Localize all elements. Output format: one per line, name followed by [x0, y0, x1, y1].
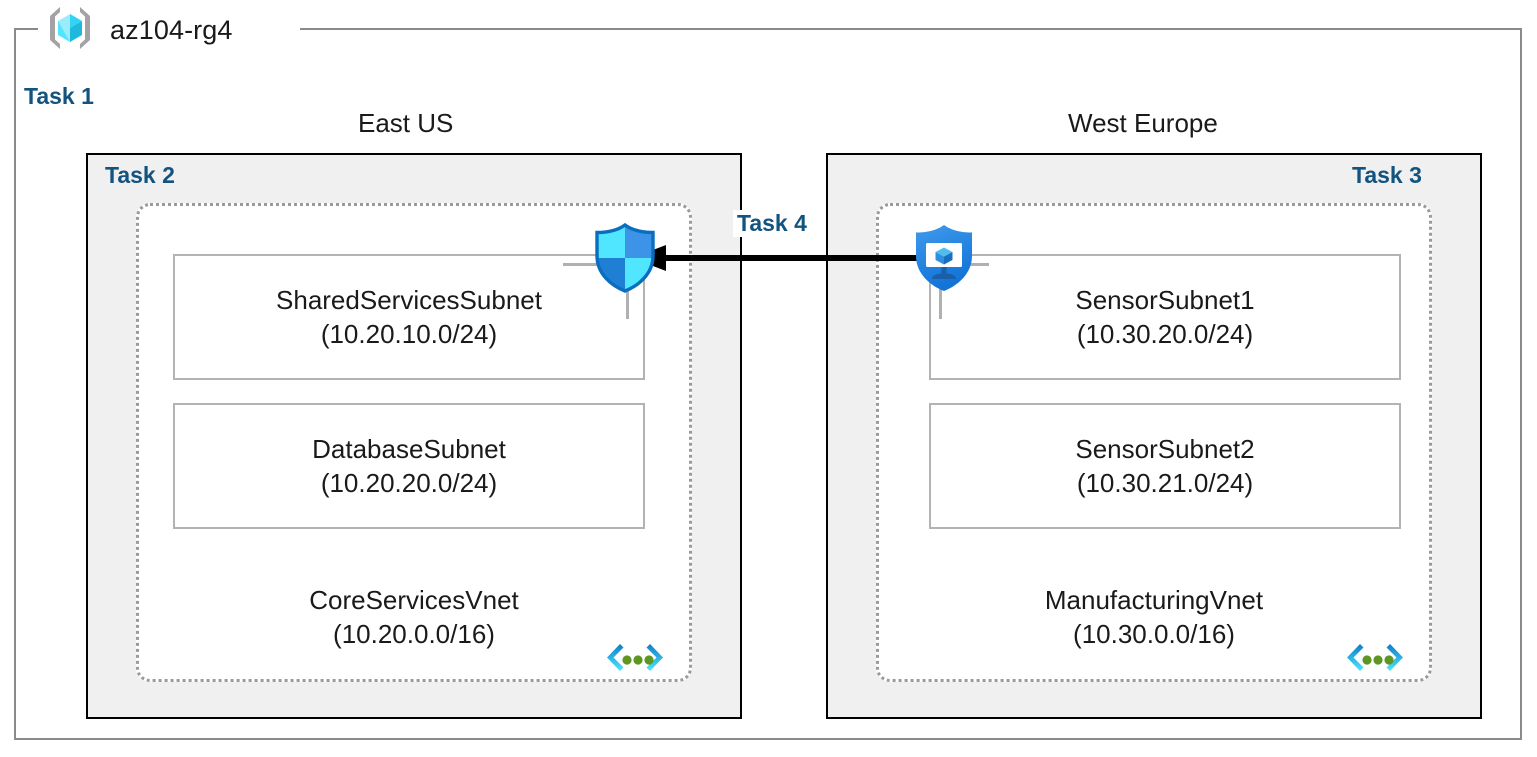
resource-group-frame — [14, 28, 1522, 740]
bastion-connector-right — [955, 263, 989, 266]
vnet-name: CoreServicesVnet — [309, 585, 519, 615]
subnet-sensorsubnet2: SensorSubnet2 (10.30.21.0/24) — [929, 403, 1401, 529]
subnet-cidr: (10.20.10.0/24) — [320, 319, 498, 349]
vnet-name: ManufacturingVnet — [1044, 585, 1264, 615]
vnet-icon — [1344, 640, 1406, 687]
subnet-name: DatabaseSubnet — [312, 433, 506, 464]
firewall-connector-left — [563, 263, 597, 266]
subnet-databasesubnet: DatabaseSubnet (10.20.20.0/24) — [173, 403, 645, 529]
bastion-connector-down — [939, 283, 942, 319]
vnet-cidr: (10.30.0.0/16) — [1073, 619, 1235, 650]
subnet-sensorsubnet1: SensorSubnet1 (10.30.20.0/24) — [929, 254, 1401, 380]
vnet-manufacturingvnet-caption: ManufacturingVnet (10.30.0.0/16) — [876, 583, 1432, 652]
subnet-sharedservicessubnet: SharedServicesSubnet (10.20.10.0/24) — [173, 254, 645, 380]
resource-group-header: az104-rg4 — [44, 2, 232, 58]
azure-firewall-shield-icon — [592, 222, 658, 299]
task-2-label: Task 2 — [105, 162, 175, 188]
task-4-label: Task 4 — [733, 210, 811, 237]
resource-group-name: az104-rg4 — [110, 14, 233, 45]
subnet-cidr: (10.20.20.0/24) — [320, 468, 498, 498]
firewall-connector-down — [626, 283, 629, 319]
subnet-cidr: (10.30.21.0/24) — [1076, 468, 1254, 498]
region-west-europe-caption: West Europe — [1068, 108, 1218, 138]
subnet-name: SharedServicesSubnet — [276, 284, 542, 315]
vnet-icon — [604, 640, 666, 687]
azure-bastion-shield-icon — [911, 222, 977, 299]
task-1-label: Task 1 — [24, 83, 94, 109]
subnet-name: SensorSubnet1 — [1075, 284, 1255, 315]
resource-group-icon — [44, 2, 96, 59]
task-3-label: Task 3 — [1352, 162, 1422, 188]
subnet-name: SensorSubnet2 — [1075, 433, 1255, 464]
subnet-cidr: (10.30.20.0/24) — [1076, 319, 1254, 349]
peering-arrow-icon — [632, 245, 928, 271]
vnet-cidr: (10.20.0.0/16) — [333, 619, 495, 650]
vnet-coreservicesvnet-caption: CoreServicesVnet (10.20.0.0/16) — [136, 583, 692, 652]
region-east-us-caption: East US — [358, 108, 454, 138]
